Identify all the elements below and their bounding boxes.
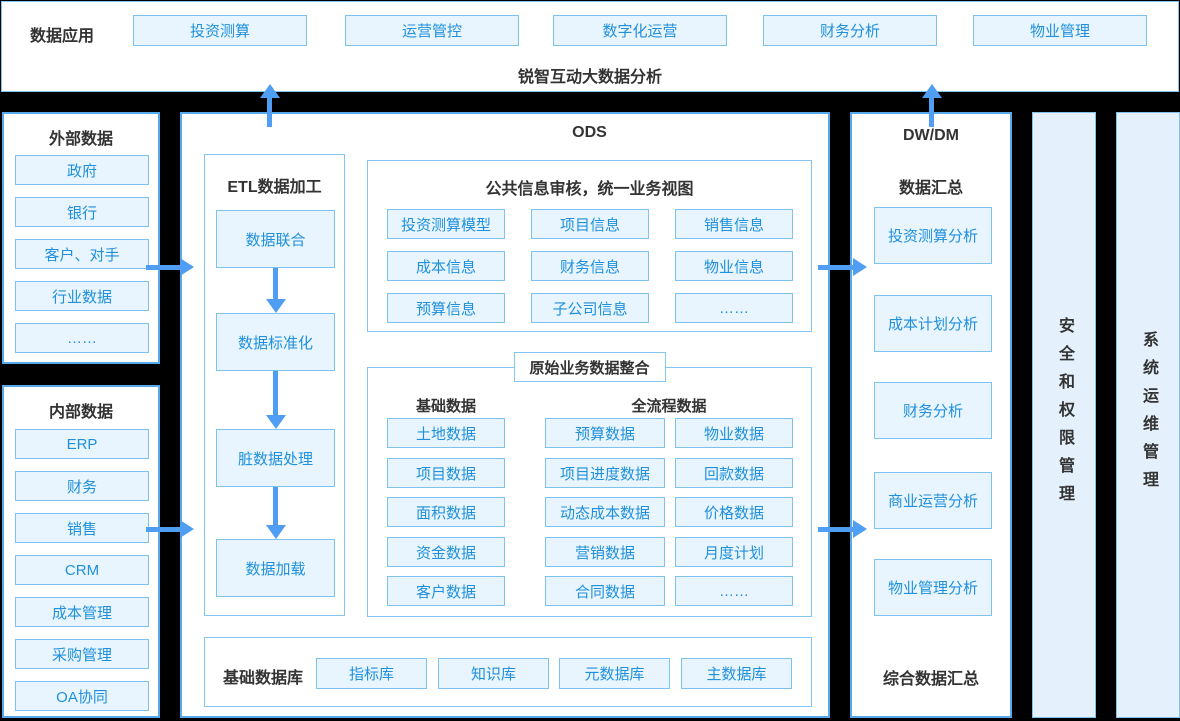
base-db-item: 主数据库 [681, 658, 792, 689]
arrow-ods-to-apps [260, 84, 280, 127]
platform-title: 锐智互动大数据分析 [517, 69, 662, 86]
internal-data-item: CRM [15, 555, 149, 585]
base-data-item: 客户数据 [387, 576, 505, 606]
process-data-item: 价格数据 [675, 497, 793, 527]
app-button: 财务分析 [763, 15, 937, 46]
internal-data-item: ERP [15, 429, 149, 459]
etl-panel: ETL数据加工 数据联合 数据标准化 脏数据处理 数据加载 [204, 154, 345, 616]
arrow-etl-step-3-4 [266, 487, 286, 539]
dwdm-subtitle: 数据汇总 [898, 180, 963, 197]
dwdm-item: 投资测算分析 [874, 207, 992, 264]
base-db-title: 基础数据库 [222, 670, 303, 687]
base-data-item: 项目数据 [387, 458, 505, 488]
common-info-item: 财务信息 [531, 251, 649, 281]
dwdm-panel: DW/DM 数据汇总 投资测算分析 成本计划分析 财务分析 商业运营分析 物业管… [850, 112, 1012, 718]
ods-panel: ODS ETL数据加工 数据联合 数据标准化 脏数据处理 数据加载 公共信息审核… [180, 112, 830, 718]
arrow-ods-to-dwdm-top [818, 258, 867, 276]
process-data-item: 动态成本数据 [545, 497, 665, 527]
common-info-item: 物业信息 [675, 251, 793, 281]
security-permission-bar: 安全和权限管理 [1032, 112, 1096, 718]
common-info-panel: 公共信息审核，统一业务视图 投资测算模型 项目信息 销售信息 成本信息 财务信息… [367, 160, 812, 332]
app-button: 物业管理 [973, 15, 1147, 46]
dwdm-item: 商业运营分析 [874, 472, 992, 529]
arrow-dwdm-to-apps [922, 84, 942, 127]
arrow-external-to-ods [146, 258, 194, 276]
external-data-title: 外部数据 [48, 131, 113, 148]
process-data-item: 项目进度数据 [545, 458, 665, 488]
app-button: 投资测算 [133, 15, 307, 46]
data-application-label: 数据应用 [30, 28, 95, 45]
common-info-item: 子公司信息 [531, 293, 649, 323]
internal-data-item: 采购管理 [15, 639, 149, 669]
arrow-etl-step-1-2 [266, 268, 286, 313]
etl-step: 数据联合 [216, 210, 335, 268]
base-db-item: 指标库 [316, 658, 427, 689]
external-data-item: …… [15, 323, 149, 353]
internal-data-item: OA协同 [15, 681, 149, 711]
etl-title: ETL数据加工 [227, 179, 322, 196]
dwdm-item: 成本计划分析 [874, 295, 992, 352]
ods-title: ODS [572, 124, 607, 141]
common-info-item: 项目信息 [531, 209, 649, 239]
common-info-title: 公共信息审核，统一业务视图 [485, 181, 694, 198]
base-data-item: 面积数据 [387, 497, 505, 527]
raw-business-title: 原始业务数据整合 [513, 352, 666, 382]
arrow-internal-to-ods [146, 520, 194, 538]
dwdm-footer: 综合数据汇总 [882, 671, 979, 688]
base-data-item: 资金数据 [387, 537, 505, 567]
common-info-item: 成本信息 [387, 251, 505, 281]
etl-step: 数据加载 [216, 539, 335, 597]
app-button: 数字化运营 [553, 15, 727, 46]
dwdm-item: 物业管理分析 [874, 559, 992, 616]
common-info-item: 投资测算模型 [387, 209, 505, 239]
arrow-ods-to-dwdm-bottom [818, 520, 867, 538]
dwdm-title: DW/DM [903, 127, 959, 144]
process-data-item: …… [675, 576, 793, 606]
common-info-item: 销售信息 [675, 209, 793, 239]
internal-data-panel: 内部数据 ERP 财务 销售 CRM 成本管理 采购管理 OA协同 [2, 385, 160, 718]
external-data-item: 行业数据 [15, 281, 149, 311]
process-data-item: 营销数据 [545, 537, 665, 567]
base-data-item: 土地数据 [387, 418, 505, 448]
base-db-item: 知识库 [438, 658, 549, 689]
external-data-item: 客户、对手 [15, 239, 149, 269]
external-data-item: 政府 [15, 155, 149, 185]
process-data-group-title: 全流程数据 [631, 398, 707, 415]
process-data-item: 月度计划 [675, 537, 793, 567]
system-ops-bar: 系统运维管理 [1116, 112, 1180, 718]
process-data-item: 预算数据 [545, 418, 665, 448]
internal-data-item: 销售 [15, 513, 149, 543]
base-db-panel: 基础数据库 指标库 知识库 元数据库 主数据库 [204, 637, 812, 707]
process-data-item: 物业数据 [675, 418, 793, 448]
data-application-bar: 数据应用 投资测算 运营管控 数字化运营 财务分析 物业管理 锐智互动大数据分析 [1, 1, 1179, 92]
dwdm-item: 财务分析 [874, 382, 992, 439]
base-db-item: 元数据库 [559, 658, 670, 689]
process-data-item: 合同数据 [545, 576, 665, 606]
etl-step: 脏数据处理 [216, 429, 335, 487]
external-data-panel: 外部数据 政府 银行 客户、对手 行业数据 …… [2, 112, 160, 364]
process-data-item: 回款数据 [675, 458, 793, 488]
external-data-item: 银行 [15, 197, 149, 227]
app-button: 运营管控 [345, 15, 519, 46]
common-info-item: 预算信息 [387, 293, 505, 323]
common-info-item: …… [675, 293, 793, 323]
base-data-group-title: 基础数据 [415, 398, 476, 415]
raw-business-panel: 原始业务数据整合 基础数据 全流程数据 土地数据 项目数据 面积数据 资金数据 … [367, 352, 812, 617]
internal-data-title: 内部数据 [48, 404, 113, 421]
etl-step: 数据标准化 [216, 313, 335, 371]
arrow-etl-step-2-3 [266, 371, 286, 429]
internal-data-item: 成本管理 [15, 597, 149, 627]
internal-data-item: 财务 [15, 471, 149, 501]
